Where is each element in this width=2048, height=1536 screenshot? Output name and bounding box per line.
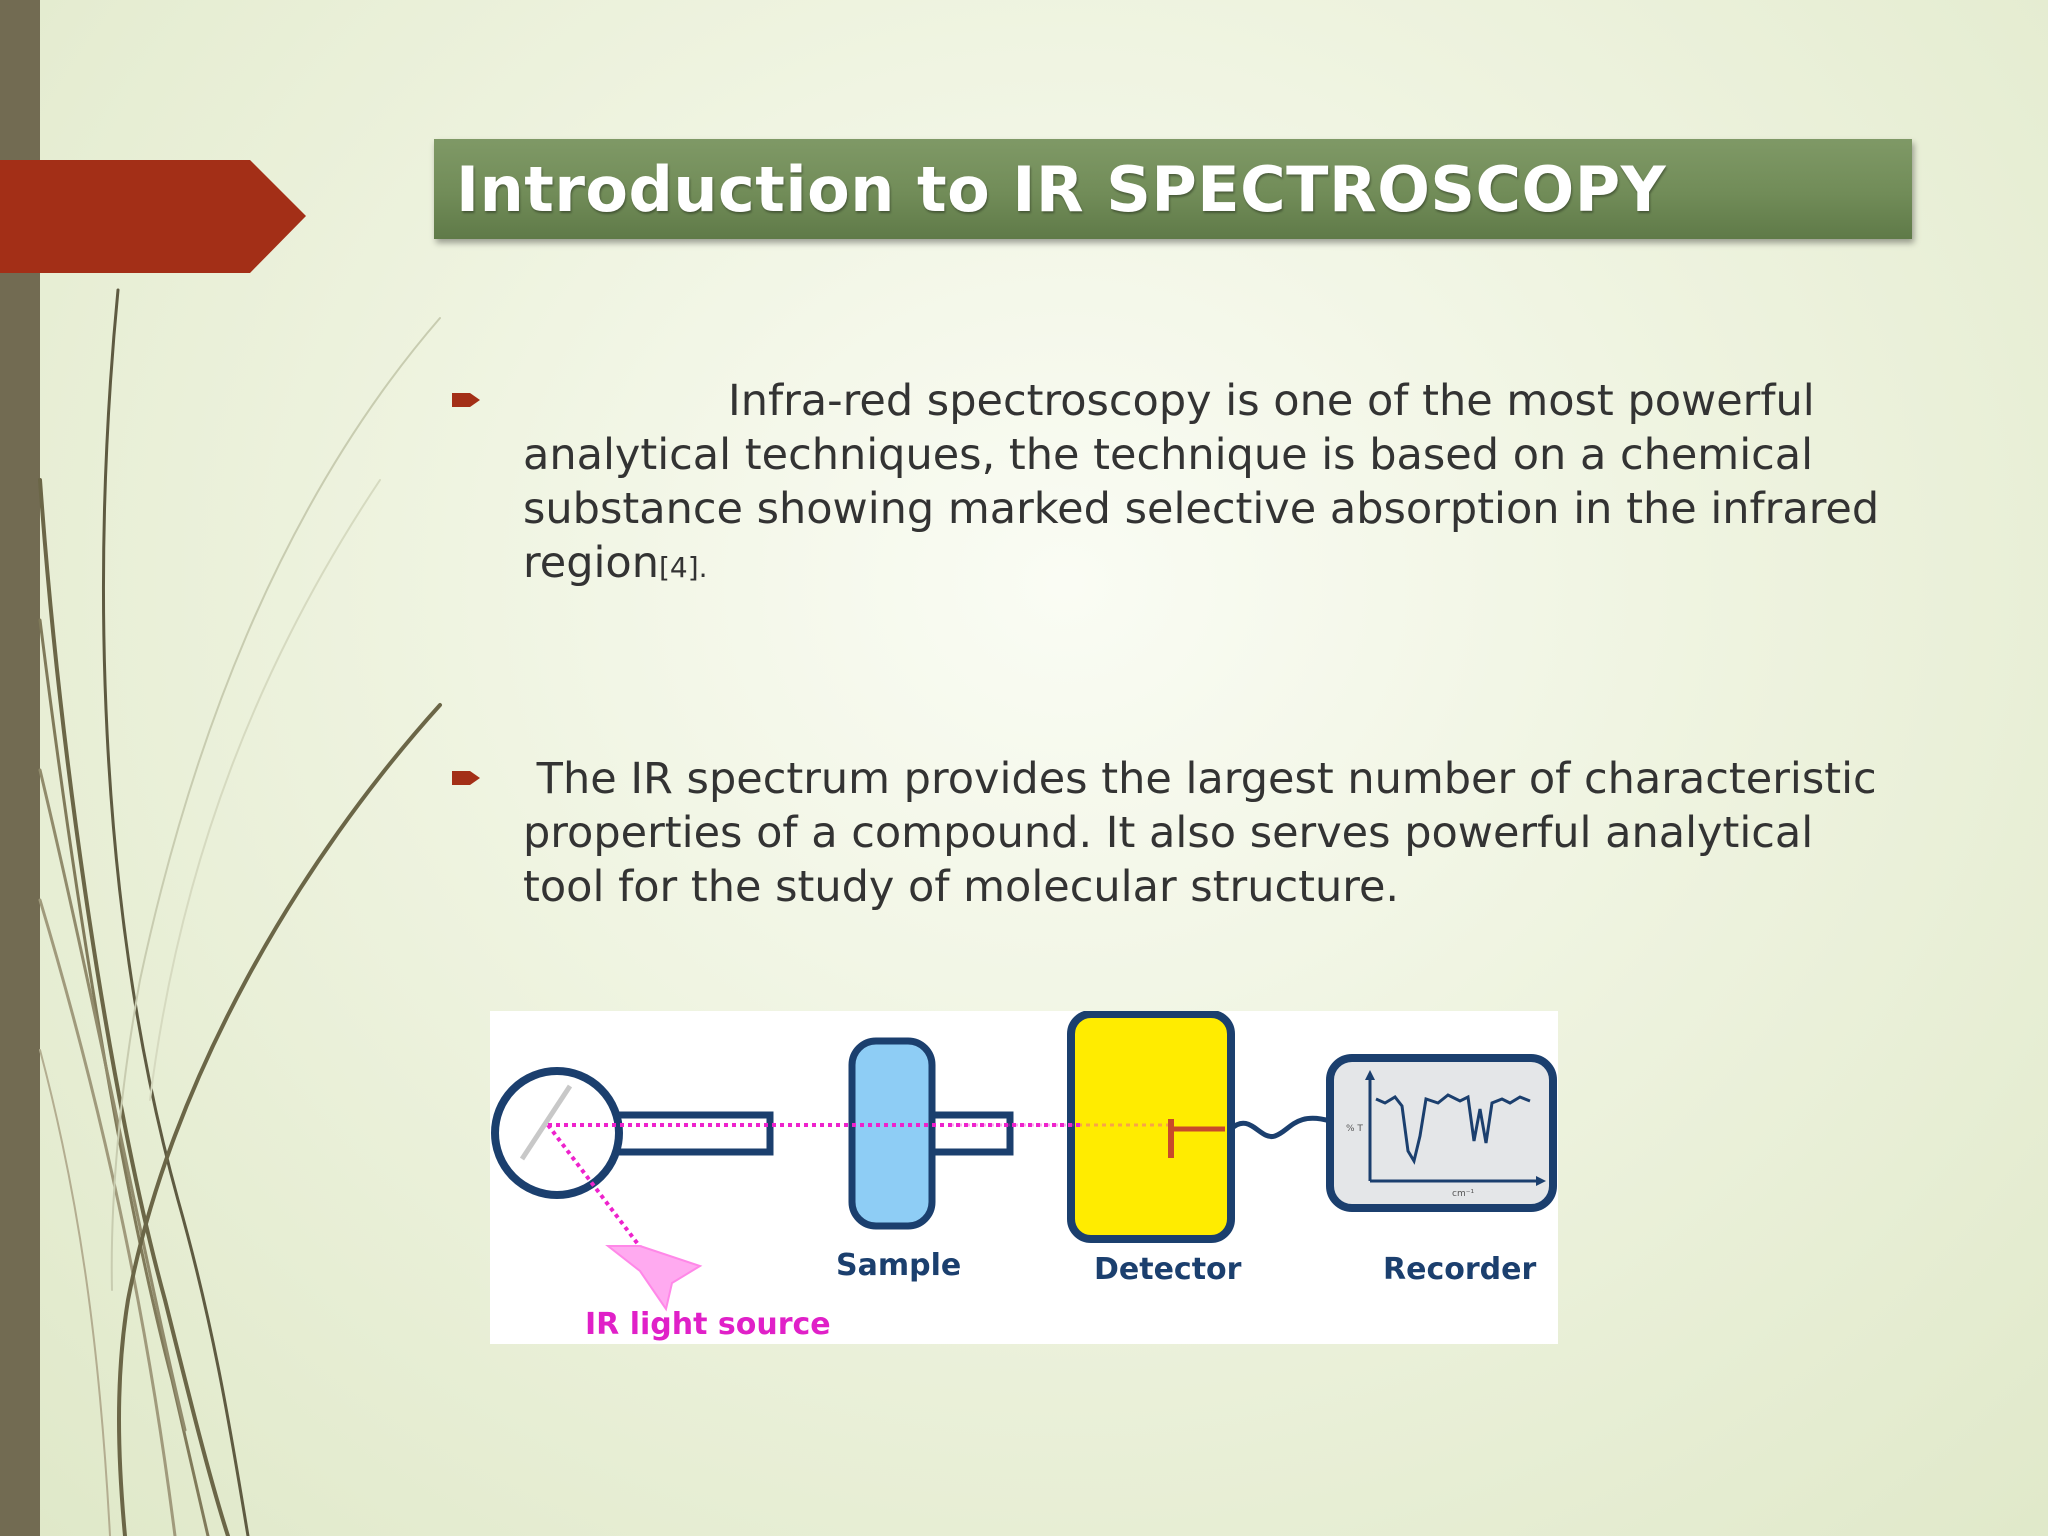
recorder-box <box>1326 1054 1557 1212</box>
mirror-icon <box>519 1084 573 1161</box>
paragraph-line: Infra-red spectroscopy is one of the mos… <box>523 376 1815 426</box>
signal-cable <box>1229 1115 1331 1139</box>
paragraph-line: The IR spectrum provides the largest num… <box>523 754 1877 804</box>
detector-label: Detector <box>1094 1252 1242 1287</box>
beam-tube <box>606 1111 774 1156</box>
title-banner: Introduction to IR SPECTROSCOPY <box>434 139 1912 239</box>
paragraph-line: properties of a compound. It also serves… <box>523 808 1814 858</box>
y-axis-label: % T <box>1346 1124 1363 1134</box>
paragraph-line: region[4]. <box>523 536 1923 595</box>
x-axis-label: cm⁻¹ <box>1452 1189 1474 1199</box>
bullet-paragraph-2: The IR spectrum provides the largest num… <box>523 752 1923 914</box>
light-arrow-icon <box>605 1245 703 1312</box>
sample-label: Sample <box>836 1248 961 1283</box>
citation-reference: [4] <box>659 551 699 584</box>
slide-title: Introduction to IR SPECTROSCOPY <box>456 152 1667 226</box>
recorder-label: Recorder <box>1383 1252 1536 1287</box>
arrow-bullet-icon <box>452 771 480 785</box>
arrow-bullet-icon <box>452 393 480 407</box>
ir-source-chamber <box>491 1067 623 1199</box>
bullet-paragraph-1: Infra-red spectroscopy is one of the mos… <box>523 374 1923 595</box>
paragraph-line: analytical techniques, the technique is … <box>523 430 1814 480</box>
ir-light-source-label: IR light source <box>585 1307 831 1342</box>
paragraph-line: tool for the study of molecular structur… <box>523 862 1400 912</box>
grass-decoration <box>38 288 442 1536</box>
red-arrow-tab <box>0 160 306 273</box>
sample-cell <box>848 1037 936 1230</box>
beam-tube <box>926 1111 1014 1156</box>
sentence-end: . <box>698 551 708 584</box>
ir-spectrometer-diagram: % T cm⁻¹ Sample Detector Recorder IR lig… <box>490 1011 1558 1344</box>
paragraph-line-text: region <box>523 538 659 588</box>
paragraph-line: substance showing marked selective absor… <box>523 484 1880 534</box>
spectrum-plot <box>1365 1070 1546 1186</box>
